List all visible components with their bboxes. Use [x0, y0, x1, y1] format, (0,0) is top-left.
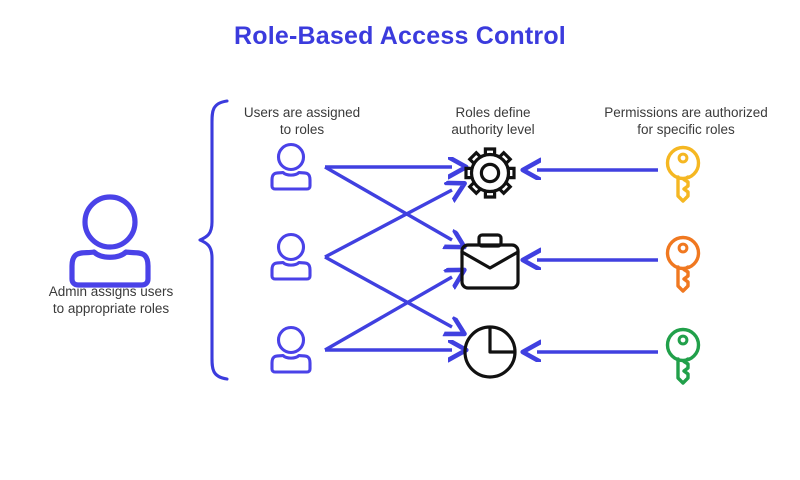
arrow-user2-role1	[324, 190, 452, 259]
admin-user-icon[interactable]	[69, 194, 151, 288]
users-column-label-line1: Users are assigned	[243, 105, 361, 120]
key-icon-2[interactable]	[665, 235, 701, 293]
user-icon-3[interactable]	[270, 325, 312, 374]
users-column-label: Users are assigned to roles	[218, 104, 386, 138]
admin-caption-line1: Admin assigns users	[48, 284, 174, 299]
permissions-column-label-line2: for specific roles	[637, 122, 735, 137]
key-icon-3[interactable]	[665, 327, 701, 385]
arrow-user1-role2	[324, 165, 452, 240]
arrow-user2-role3	[324, 255, 452, 327]
users-group-brace	[198, 99, 229, 381]
key-icon-1[interactable]	[665, 145, 701, 203]
roles-column-label-line1: Roles define	[455, 105, 531, 120]
gear-icon[interactable]	[460, 145, 523, 207]
permissions-column-label-line1: Permissions are authorized	[604, 105, 768, 120]
user-icon-2[interactable]	[270, 232, 312, 281]
page-title: Role-Based Access Control	[234, 22, 566, 50]
roles-column-label-line2: authority level	[451, 122, 535, 137]
roles-column-label: Roles define authority level	[418, 104, 568, 138]
admin-caption-line2: to appropriate roles	[52, 301, 170, 316]
permissions-column-label: Permissions are authorized for specific …	[580, 104, 792, 138]
arrow-user3-role2	[324, 277, 452, 352]
user-icon-1[interactable]	[270, 142, 312, 191]
admin-caption: Admin assigns users to appropriate roles	[18, 283, 204, 317]
users-column-label-line2: to roles	[279, 122, 325, 137]
briefcase-icon[interactable]	[460, 233, 520, 290]
pie-chart-icon[interactable]	[463, 325, 517, 379]
